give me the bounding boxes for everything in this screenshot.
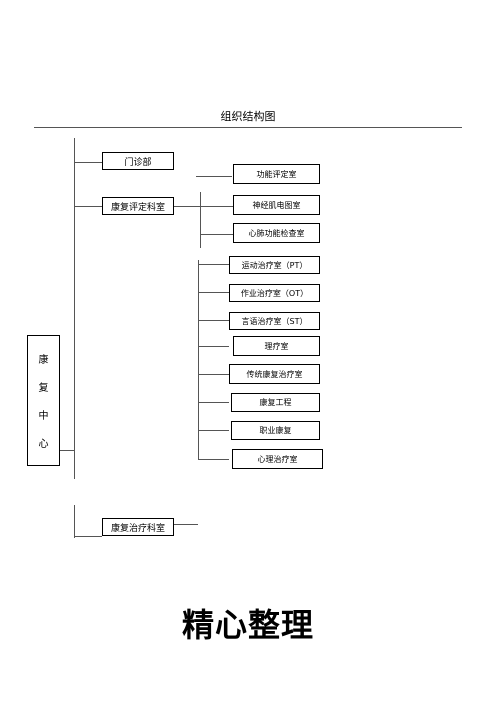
connector [199, 402, 229, 403]
treatment-room-ot: 作业治疗室（OT） [229, 284, 320, 302]
assessment-room: 功能评定室 [233, 164, 320, 184]
root-char: 中 [38, 411, 49, 423]
connector [199, 264, 229, 265]
root-char: 心 [38, 439, 49, 451]
title-rule [34, 127, 462, 128]
treatment-room-engineering: 康复工程 [231, 393, 320, 412]
dept-outpatient: 门诊部 [102, 152, 174, 170]
connector [75, 162, 102, 163]
treatment-room-st: 言语治疗室（ST） [229, 312, 320, 330]
treatment-room-psychology: 心理治疗室 [232, 449, 323, 469]
connector [196, 176, 232, 177]
connector [201, 234, 233, 235]
root-char: 复 [38, 382, 49, 394]
connector [60, 450, 74, 451]
connector [199, 374, 229, 375]
footer-text: 精心整理 [181, 606, 314, 644]
connector [199, 292, 229, 293]
treatment-room-vocational: 职业康复 [231, 421, 320, 440]
dept-assessment: 康复评定科室 [102, 197, 174, 215]
root-char: 康 [38, 354, 49, 366]
treatment-room-physio: 理疗室 [233, 336, 320, 356]
trunk-line-lower [74, 505, 75, 538]
connector [174, 524, 198, 525]
treatment-room-pt: 运动治疗室（PT） [229, 256, 320, 274]
connector [199, 430, 229, 431]
dept-treatment: 康复治疗科室 [102, 518, 174, 536]
connector [199, 320, 229, 321]
root-node-rehab-center: 康 复 中 心 [27, 335, 60, 466]
trunk-line [74, 138, 75, 479]
connector [200, 192, 201, 248]
page-title: 组织结构图 [220, 110, 276, 123]
connector [75, 206, 102, 207]
connector [198, 260, 199, 460]
connector [75, 536, 102, 537]
assessment-room: 心肺功能检查室 [233, 223, 320, 243]
treatment-room-traditional: 传统康复治疗室 [229, 364, 320, 384]
connector [199, 459, 229, 460]
connector [199, 346, 229, 347]
connector [201, 206, 233, 207]
assessment-room: 神经肌电图室 [233, 195, 320, 215]
connector [174, 206, 200, 207]
